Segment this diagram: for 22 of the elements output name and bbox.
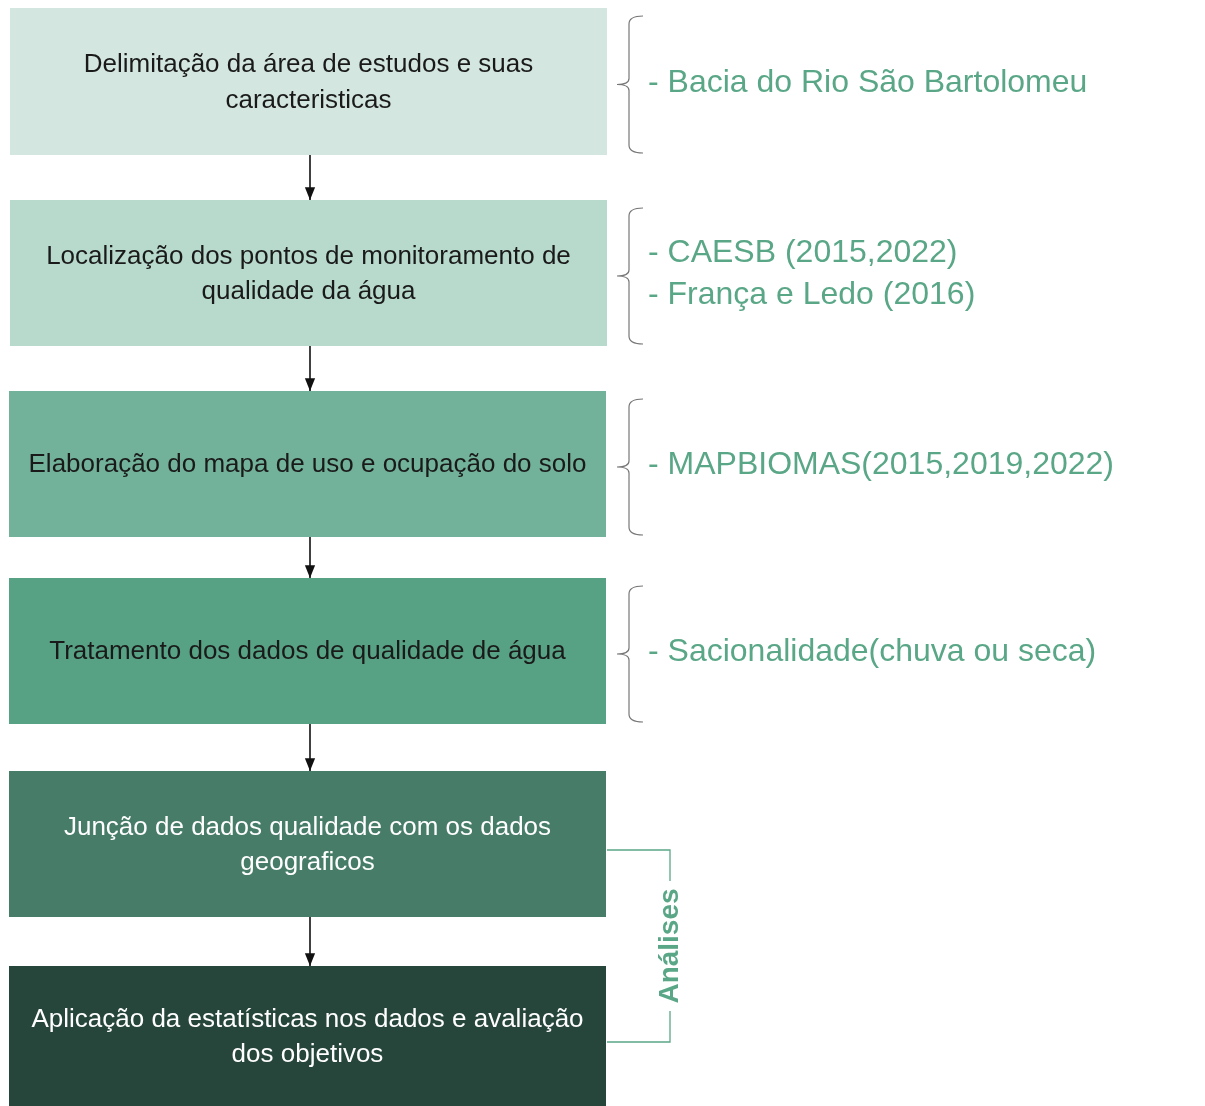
process-box (9, 966, 606, 1106)
arrow (304, 345, 316, 392)
process-box (9, 391, 606, 537)
step-text: Elaboração do mapa de uso e ocupação do solo (28, 447, 587, 481)
step-text: Aplicação da estatísticas nos dados e avaliação dos objetivos (30, 1001, 585, 1070)
process-box (10, 200, 607, 346)
process-box (9, 771, 606, 917)
arrow (304, 154, 316, 201)
step-text: Junção de dados qualidade com os dados geograficos (62, 809, 553, 878)
arrow (304, 536, 316, 579)
source-note: - CAESB (2015,2022) (648, 232, 959, 272)
source-note: - França e Ledo (2016) (648, 274, 976, 313)
source-note: - Sacionalidade(chuva ou seca) (648, 631, 1097, 671)
arrow (304, 916, 316, 967)
process-box (9, 578, 606, 724)
arrow (304, 723, 316, 772)
step-text: Delimitação da área de estudos e suas caracteristicas (82, 47, 535, 116)
source-note: - MAPBIOMAS(2015,2019,2022) (648, 444, 1114, 484)
source-note: - Bacia do Rio São Bartolomeu (648, 61, 1088, 101)
process-box (10, 8, 607, 155)
step-text: Localização dos pontos de monitoramento de qualidade da água (45, 238, 572, 307)
step-text: Tratamento dos dados de qualidade de água (49, 634, 566, 668)
